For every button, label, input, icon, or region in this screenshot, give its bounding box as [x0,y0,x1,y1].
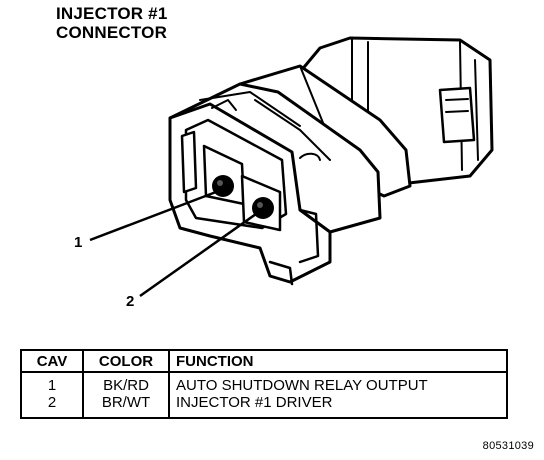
figure-id: 80531039 [482,440,534,452]
diagram-title: INJECTOR #1 CONNECTOR [56,4,167,42]
cell-color: BR/WT [82,394,170,419]
cell-cav: 2 [20,394,84,419]
table-header-row: CAV COLOR FUNCTION [20,349,508,373]
leader-line-2 [139,212,257,298]
header-function: FUNCTION [168,349,508,373]
header-color: COLOR [82,349,170,373]
locking-tab [438,86,476,144]
header-cav: CAV [20,349,84,373]
table-row: 1 BK/RD AUTO SHUTDOWN RELAY OUTPUT [20,372,508,394]
cell-cav: 1 [20,372,84,394]
cell-function: INJECTOR #1 DRIVER [168,394,508,419]
connector-illustration [89,36,494,298]
cell-color: BK/RD [82,372,170,394]
title-line-1: INJECTOR #1 [56,4,168,23]
terminal-pin-2 [252,197,274,219]
terminal-pin-1 [212,175,234,197]
leader-line-1 [89,190,217,242]
callout-pin-1: 1 [74,234,83,251]
table-row: 2 BR/WT INJECTOR #1 DRIVER [20,394,508,419]
pinout-table: CAV COLOR FUNCTION 1 BK/RD AUTO SHUTDOWN… [20,349,508,419]
callout-pin-2: 2 [126,293,135,310]
side-clip [298,208,320,264]
title-line-2: CONNECTOR [56,23,168,42]
cell-function: AUTO SHUTDOWN RELAY OUTPUT [168,372,508,394]
